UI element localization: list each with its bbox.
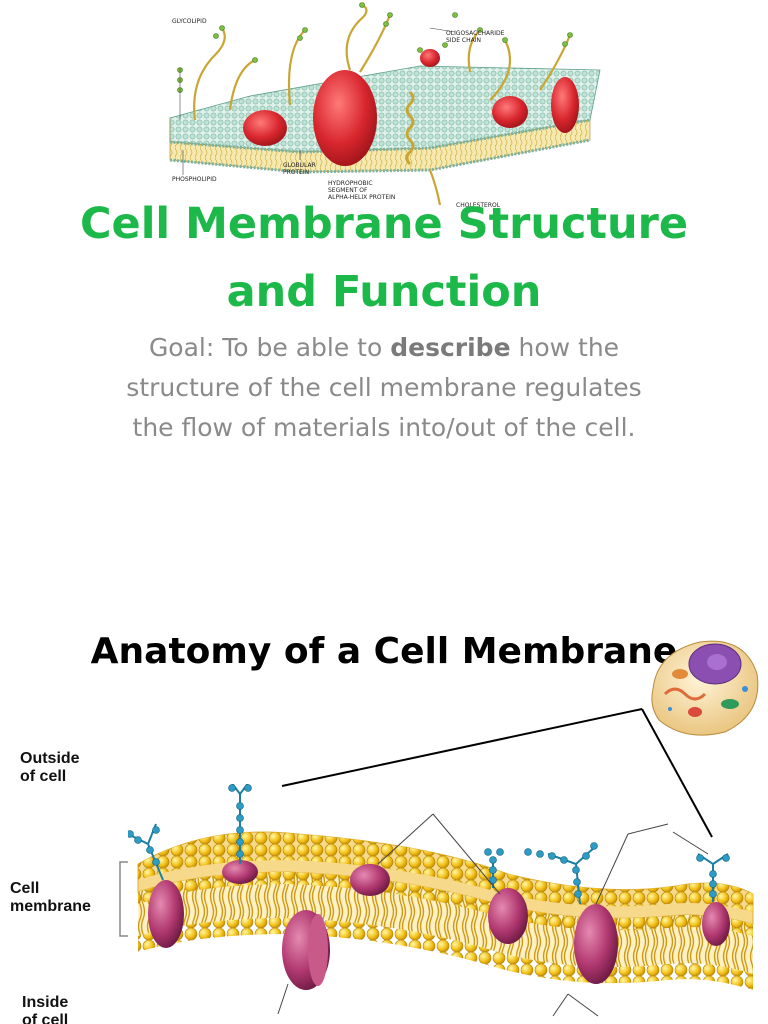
- sugar-beads: [177, 2, 573, 93]
- label-phospholipid: PHOSPHOLIPID: [172, 176, 217, 183]
- label-glycolipid: GLYCOLIPID: [172, 18, 207, 25]
- protein-red-back: [420, 49, 440, 67]
- label-cell-membrane: Cell membrane: [10, 880, 91, 915]
- goal-statement: Goal: To be able to describe how the str…: [110, 328, 658, 448]
- alpha-helix: [405, 90, 415, 166]
- label-cholesterol: CHOLESTEROL: [456, 202, 501, 209]
- goal-prefix: Goal: To be able to: [148, 333, 391, 362]
- membrane-bracket: [119, 861, 128, 937]
- protein-red-right: [492, 96, 528, 128]
- membrane-diagram-top: [169, 2, 601, 206]
- protein-glycoprotein: [222, 860, 258, 884]
- bilayer-diagram: [128, 784, 754, 1017]
- slide-title: GLYCOLIPID OLIGOSACCHARIDE SIDE CHAIN PH…: [79, 2, 689, 448]
- carbohydrate-beads: [128, 784, 730, 898]
- label-outside-of-cell: Outside of cell: [20, 750, 80, 785]
- protein-red-edge: [551, 77, 579, 133]
- protein-red-small: [243, 110, 287, 146]
- goal-keyword: describe: [390, 333, 511, 362]
- protein-left: [148, 880, 184, 948]
- protein-small-top: [350, 864, 390, 896]
- label-hydrophobic-segment: HYDROPHOBIC SEGMENT OF ALPHA-HELIX PROTE…: [328, 180, 396, 201]
- oligosaccharide-chains: [193, 4, 572, 206]
- goal-suffix: how the structure of the cell membrane r…: [126, 333, 642, 442]
- protein-right-channel: [574, 904, 618, 984]
- globular-protein: [313, 70, 377, 166]
- label-oligosaccharide: OLIGOSACCHARIDE SIDE CHAIN: [446, 30, 505, 44]
- slide-title-heading: Cell Membrane Structure and Function: [79, 199, 689, 317]
- slide-anatomy: Anatomy of a Cell Membrane Outside of ce…: [0, 512, 768, 1024]
- protein-mid: [488, 888, 528, 944]
- protein-right-edge: [702, 902, 730, 946]
- label-globular-protein: GLOBULAR PROTEIN: [283, 162, 316, 176]
- label-inside-of-cell: Inside of cell: [22, 994, 69, 1024]
- animal-cell-image: [651, 640, 759, 736]
- anatomy-title: Anatomy of a Cell Membrane: [90, 631, 678, 672]
